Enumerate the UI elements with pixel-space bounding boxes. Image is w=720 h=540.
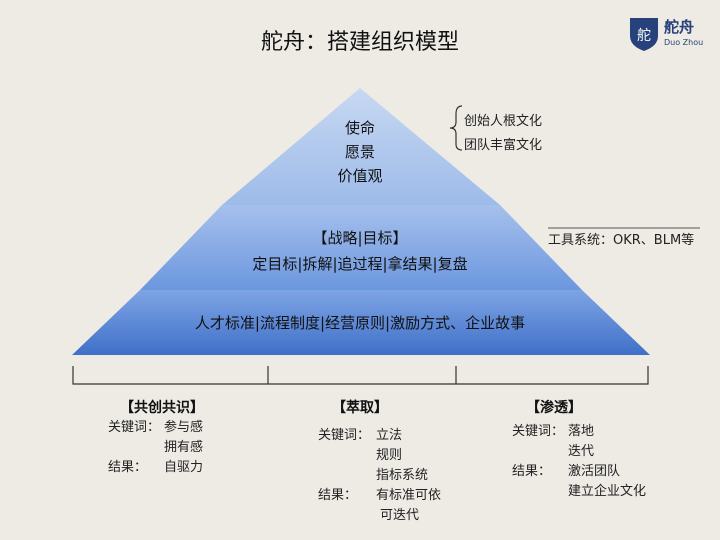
result: 自驱力: [164, 460, 204, 475]
pyramid: [72, 88, 700, 385]
pyramid-tier-top: [222, 88, 500, 205]
culture-team: 团队丰富文化: [464, 138, 543, 153]
result: 激活团队: [568, 464, 621, 479]
bottom-tier-text: 人才标准|流程制度|经营原则|激励方式、企业故事: [194, 314, 526, 332]
logo-latin: Duo Zhou: [664, 38, 704, 47]
result: 有标准可依: [376, 488, 442, 503]
column-3: 关键词：落地 迭代 结果： 激活团队 建立企业文化: [512, 422, 646, 502]
bottom-bracket: [72, 366, 649, 385]
logo: 舵 舵舟 Duo Zhou: [628, 16, 708, 52]
keywords-label: 关键词：: [108, 420, 161, 435]
result: 建立企业文化: [568, 484, 647, 499]
result: 可迭代: [380, 508, 420, 523]
logo-name: 舵舟: [664, 18, 695, 36]
culture-founder: 创始人根文化: [464, 114, 543, 129]
values: 价值观: [337, 167, 383, 185]
results-label: 结果：: [108, 460, 148, 475]
keyword: 迭代: [568, 444, 595, 459]
column-2: 关键词： 立法 规则 指标系统 结果： 有标准可依 可迭代: [318, 426, 441, 526]
vision: 愿景: [344, 143, 375, 161]
middle-tier-text: 【战略|目标】 定目标|拆解|追过程|拿结果|复盘: [210, 225, 510, 277]
pyramid-tier-bottom: [72, 290, 650, 355]
column-2-heading: 【萃取】: [332, 400, 388, 416]
culture-annotation: 创始人根文化 团队丰富文化: [464, 110, 542, 158]
column-1-heading: 【共创共识】: [120, 400, 204, 416]
strategy-heading: 【战略|目标】: [312, 229, 408, 247]
keyword: 立法: [376, 428, 403, 443]
column-1: 关键词：参与感 拥有感 结果： 自驱力: [108, 418, 203, 478]
tools-annotation: 工具系统：OKR、BLM等: [548, 233, 695, 248]
keyword: 落地: [568, 424, 595, 439]
mission: 使命: [344, 119, 375, 137]
top-tier-text: 使命 愿景 价值观: [310, 116, 410, 188]
svg-text:舵: 舵: [637, 28, 651, 44]
shield-logo-icon: 舵: [630, 18, 658, 51]
keyword: 参与感: [164, 420, 204, 435]
keyword: 指标系统: [376, 468, 429, 483]
keywords-label: 关键词：: [318, 428, 371, 443]
culture-brace: [449, 105, 463, 151]
pyramid-tier-middle: [140, 205, 582, 290]
results-label: 结果：: [318, 488, 358, 503]
keyword: 规则: [376, 448, 403, 463]
column-3-heading: 【渗透】: [526, 400, 582, 416]
results-label: 结果：: [512, 464, 552, 479]
page-title: 舵舟：搭建组织模型: [260, 30, 459, 55]
keywords-label: 关键词：: [512, 424, 565, 439]
strategy-steps: 定目标|拆解|追过程|拿结果|复盘: [252, 255, 468, 273]
keyword: 拥有感: [164, 440, 204, 455]
